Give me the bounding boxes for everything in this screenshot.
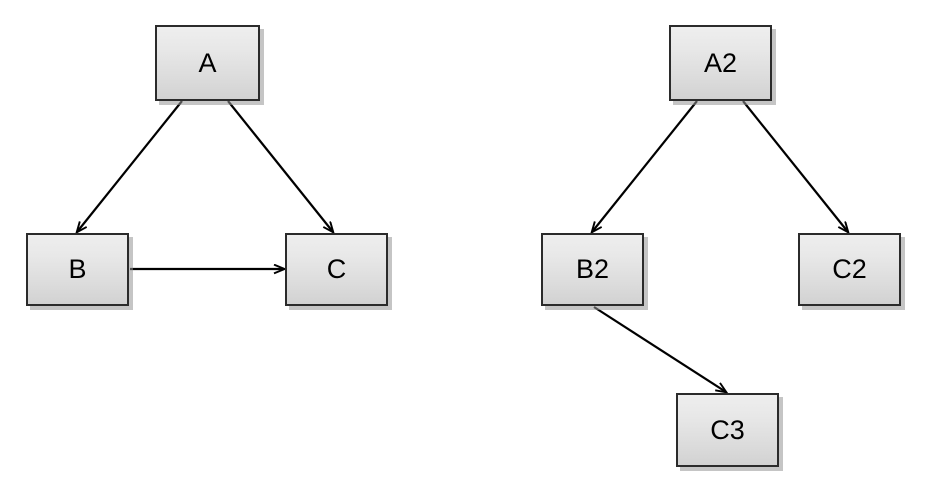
node-c[interactable]: C [285,233,388,306]
node-label: B [68,254,87,284]
edge-a2-to-c2 [742,100,848,232]
node-label: C [326,254,347,284]
node-a2[interactable]: A2 [669,25,772,101]
node-c3[interactable]: C3 [676,393,779,467]
node-label: A [198,47,217,78]
node-a[interactable]: A [155,25,260,101]
node-label: A2 [703,47,738,78]
edge-a2-to-b2 [592,100,698,232]
edge-b2-to-c3 [593,306,726,392]
node-label: C2 [832,254,867,284]
node-label: C3 [710,414,745,445]
node-b2[interactable]: B2 [541,233,644,306]
node-b[interactable]: B [26,233,129,306]
edge-a-to-b [77,100,183,232]
node-label: B2 [575,254,610,284]
node-c2[interactable]: C2 [798,233,901,306]
edge-a-to-c [227,100,333,232]
